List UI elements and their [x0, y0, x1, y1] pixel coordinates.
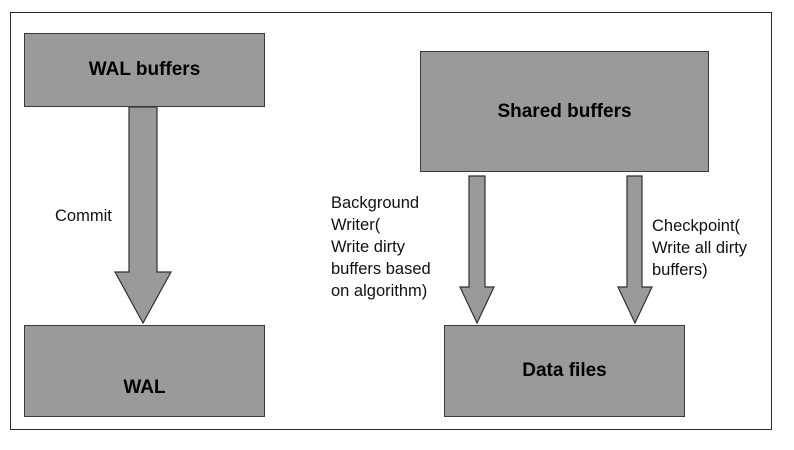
checkpoint-arrow: [617, 175, 653, 325]
checkpoint-edge-label: Checkpoint( Write all dirty buffers): [652, 217, 748, 279]
background-writer-arrow: [459, 175, 495, 325]
shared-buffers-label: Shared buffers: [497, 100, 632, 122]
wal-buffers-box: WAL buffers: [24, 33, 265, 107]
wal-buffers-label: WAL buffers: [88, 59, 201, 80]
data-files-label: Data files: [522, 360, 607, 381]
wal-label: WAL: [123, 377, 166, 398]
wal-box: WAL: [24, 325, 265, 417]
shared-buffers-box: Shared buffers: [420, 51, 709, 172]
commit-arrow: [113, 106, 173, 325]
commit-edge-label: Commit: [55, 207, 112, 225]
data-files-box: Data files: [444, 325, 685, 417]
background-writer-edge-label: Background Writer( Write dirty buffers b…: [331, 194, 431, 300]
